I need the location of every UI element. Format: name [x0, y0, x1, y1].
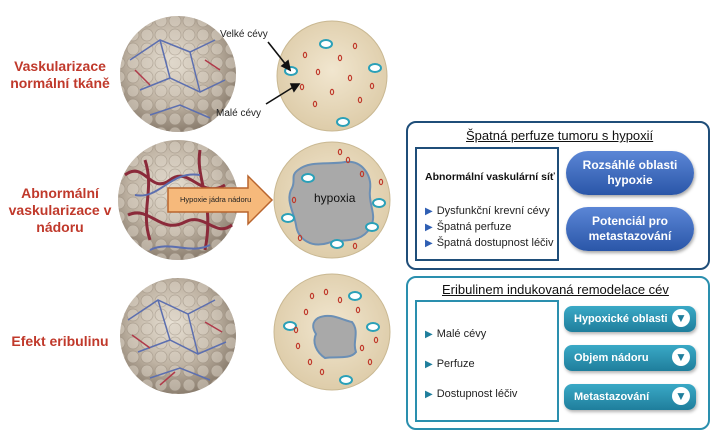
list-item: ▶Špatná perfuze: [425, 221, 511, 233]
outcome-tumor-volume: Objem nádoru ▼: [564, 345, 696, 371]
eribulin-tissue-sphere: [120, 278, 236, 394]
list-item: ▶Dostupnost léčiv: [425, 388, 517, 400]
abnormal-network-heading: Abnormální vaskulární síť: [425, 171, 555, 183]
outcome-hypoxic-areas: Hypoxické oblasti ▼: [564, 306, 696, 332]
metastasis-potential-pill: Potenciál pro metastazování: [566, 207, 694, 251]
remodeling-effects-box: ▶Malé cévy ▶Perfuze ▶Dostupnost léčiv: [415, 300, 559, 422]
down-arrow-icon: ▼: [672, 387, 690, 405]
list-item: ▶Špatná dostupnost léčiv: [425, 237, 554, 249]
large-vessels-label: Velké cévy: [220, 29, 268, 40]
down-arrow-icon: ▼: [672, 348, 690, 366]
arrow-label: Hypoxie jádra nádoru: [180, 195, 251, 204]
hypoxia-label: hypoxia: [314, 191, 355, 205]
down-arrow-icon: ▼: [672, 309, 690, 327]
small-vessels-label: Malé cévy: [216, 108, 261, 119]
poor-perfusion-panel: Špatná perfuze tumoru s hypoxií Abnormál…: [406, 121, 710, 270]
list-item: ▶Perfuze: [425, 358, 475, 370]
normal-vessel-disc: [277, 21, 387, 131]
hypoxia-areas-pill: Rozsáhlé oblasti hypoxie: [566, 151, 694, 195]
list-item: ▶Malé cévy: [425, 328, 486, 340]
eribulin-vessel-disc: [274, 274, 390, 390]
abnormal-network-box: Abnormální vaskulární síť ▶Dysfunkční kr…: [415, 147, 559, 261]
panel2-title: Eribulinem indukovaná remodelace cév: [442, 282, 669, 297]
list-item: ▶Dysfunkční krevní cévy: [425, 205, 550, 217]
panel1-title: Špatná perfuze tumoru s hypoxií: [466, 128, 653, 143]
eribulin-remodeling-panel: Eribulinem indukovaná remodelace cév ▶Ma…: [406, 276, 710, 430]
outcome-metastasis: Metastazování ▼: [564, 384, 696, 410]
